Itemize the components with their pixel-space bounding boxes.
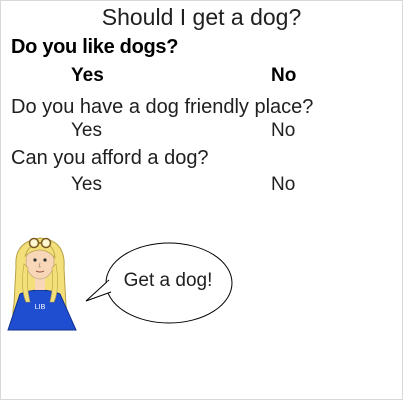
page-title: Should I get a dog? (101, 4, 302, 30)
answer-yes-like-dogs[interactable]: Yes (71, 65, 104, 86)
svg-text:LIB: LIB (35, 304, 46, 311)
question-afford-dog: Can you afford a dog? (11, 147, 209, 169)
answer-no-dog-friendly-place[interactable]: No (271, 120, 296, 141)
answer-yes-afford-dog[interactable]: Yes (71, 174, 102, 195)
question-dog-friendly-place: Do you have a dog friendly place? (11, 96, 314, 118)
answer-no-like-dogs[interactable]: No (271, 65, 297, 86)
speech-bubble (85, 242, 233, 324)
question-like-dogs: Do you like dogs? (11, 36, 179, 58)
answer-yes-dog-friendly-place[interactable]: Yes (71, 120, 102, 141)
librarian-avatar-icon: LIB (7, 237, 77, 331)
speech-text: Get a dog! (123, 270, 213, 291)
answer-no-afford-dog[interactable]: No (271, 174, 296, 195)
